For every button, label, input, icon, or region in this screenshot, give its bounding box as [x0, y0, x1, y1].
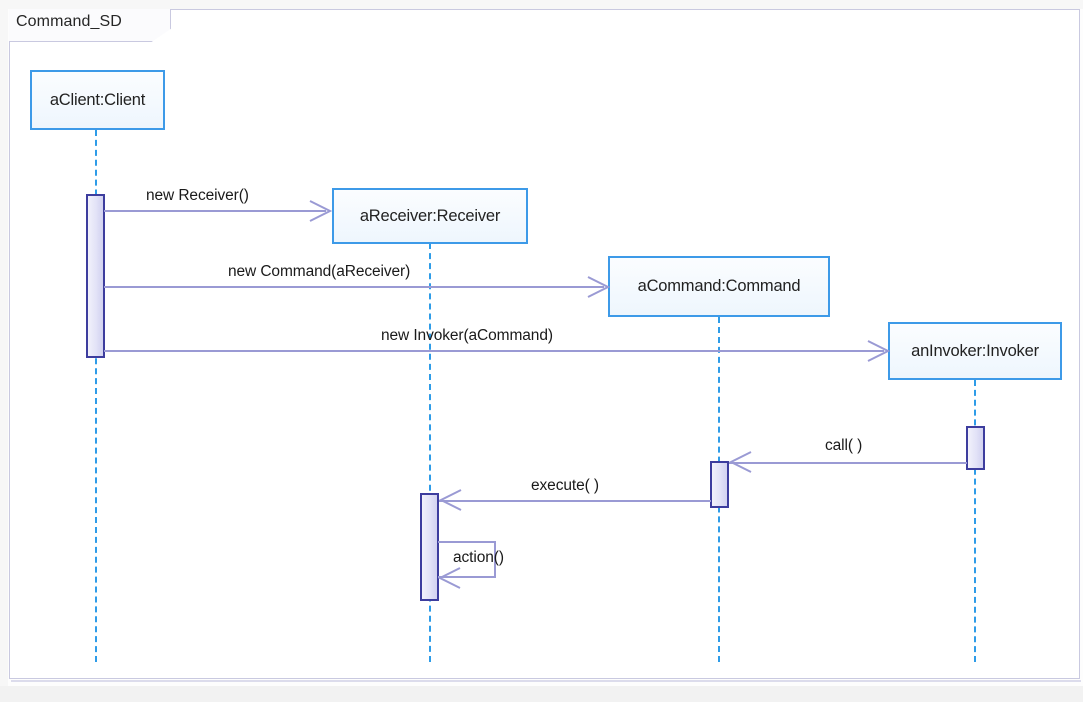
page-background-left [0, 0, 8, 702]
lifeline-head-client[interactable]: aClient:Client [30, 70, 165, 130]
message-label-execute: execute( ) [531, 477, 599, 494]
lifeline-invoker [974, 380, 976, 662]
message-label-call: call( ) [825, 437, 863, 454]
frame-name-tab [9, 9, 171, 42]
message-label-action: action() [453, 549, 504, 566]
message-line-call[interactable] [729, 462, 967, 464]
lifeline-client [95, 130, 97, 662]
page-background-bottom [0, 686, 1083, 702]
lifeline-label-invoker: anInvoker:Invoker [911, 341, 1039, 360]
message-label-new-receiver: new Receiver() [146, 187, 249, 204]
activation-bar-receiver[interactable] [420, 493, 439, 601]
lifeline-label-command: aCommand:Command [637, 277, 801, 295]
page-background-top [0, 0, 1083, 9]
lifeline-head-receiver[interactable]: aReceiver:Receiver [332, 188, 528, 244]
lifeline-head-invoker[interactable]: anInvoker:Invoker [888, 322, 1062, 380]
interaction-frame-shadow [11, 680, 1081, 682]
lifeline-receiver [429, 243, 431, 662]
lifeline-label-client: aClient:Client [49, 90, 146, 109]
message-label-new-invoker: new Invoker(aCommand) [381, 327, 553, 344]
lifeline-head-command[interactable]: aCommand:Command [608, 256, 830, 317]
lifeline-label-receiver: aReceiver:Receiver [359, 206, 501, 225]
message-line-execute[interactable] [439, 500, 711, 502]
message-line-new-invoker[interactable] [104, 350, 884, 352]
activation-bar-client[interactable] [86, 194, 105, 358]
activation-bar-invoker[interactable] [966, 426, 985, 470]
message-label-new-command: new Command(aReceiver) [228, 263, 411, 280]
message-line-new-receiver[interactable] [104, 210, 326, 212]
activation-bar-command[interactable] [710, 461, 729, 508]
message-line-action-selfcall[interactable] [438, 541, 496, 578]
message-line-new-command[interactable] [104, 286, 604, 288]
frame-title: Command_SD [16, 13, 122, 30]
